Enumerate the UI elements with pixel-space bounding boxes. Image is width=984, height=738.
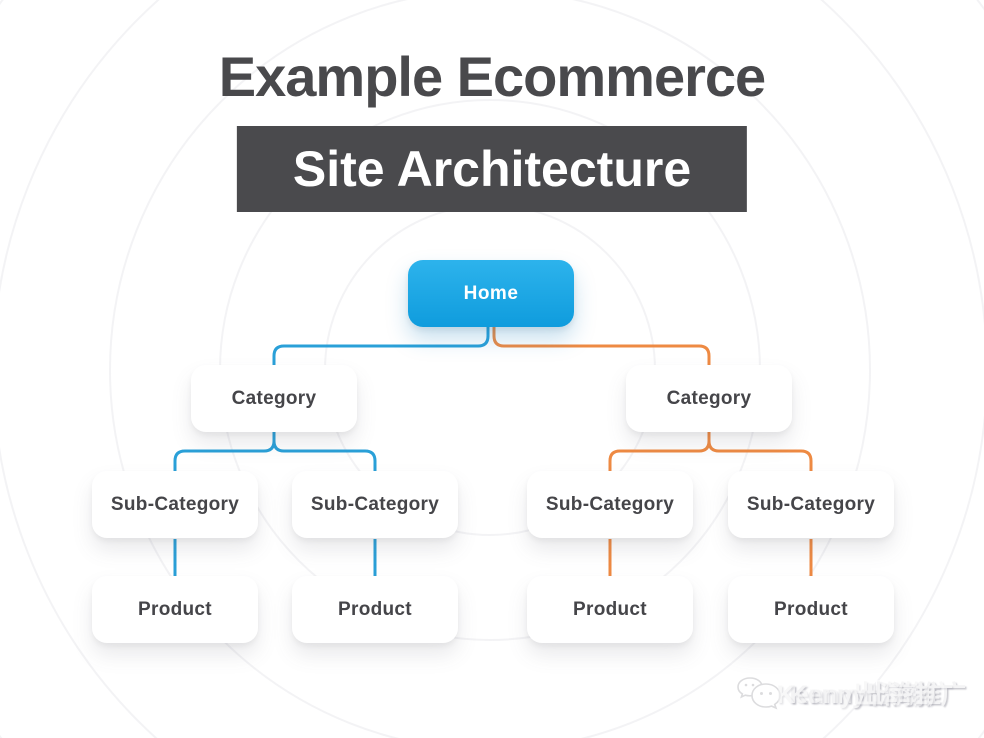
edge-categoryleft-sub2 [272,432,377,471]
page-subtitle-band: Site Architecture [236,126,748,212]
node-home: Home [408,260,574,327]
node-category-left: Category [191,365,357,432]
edge-home-category-right [492,327,711,365]
edge-home-category-left [272,327,490,365]
edge-categoryright-sub3 [608,432,711,471]
node-product-1: Product [92,576,258,643]
node-product-3: Product [527,576,693,643]
node-sub-category-4: Sub-Category [728,471,894,538]
node-sub-category-3: Sub-Category [527,471,693,538]
node-category-right: Category [626,365,792,432]
edge-categoryright-sub4 [707,432,813,471]
wechat-chat-bubbles-icon [736,677,781,710]
node-sub-category-2: Sub-Category [292,471,458,538]
node-sub-category-1: Sub-Category [92,471,258,538]
watermark-text-ghost: Kenny出海推广 [776,681,953,709]
page-title: Example Ecommerce [218,45,766,108]
node-product-4: Product [728,576,894,643]
watermark-text-main: Kenny出海推广 [789,681,966,709]
watermark: Kenny出海推广 Kenny出海推广 [736,674,966,712]
edge-categoryleft-sub1 [173,432,276,471]
watermark-text: Kenny出海推广 Kenny出海推广 [777,675,966,711]
node-product-2: Product [292,576,458,643]
